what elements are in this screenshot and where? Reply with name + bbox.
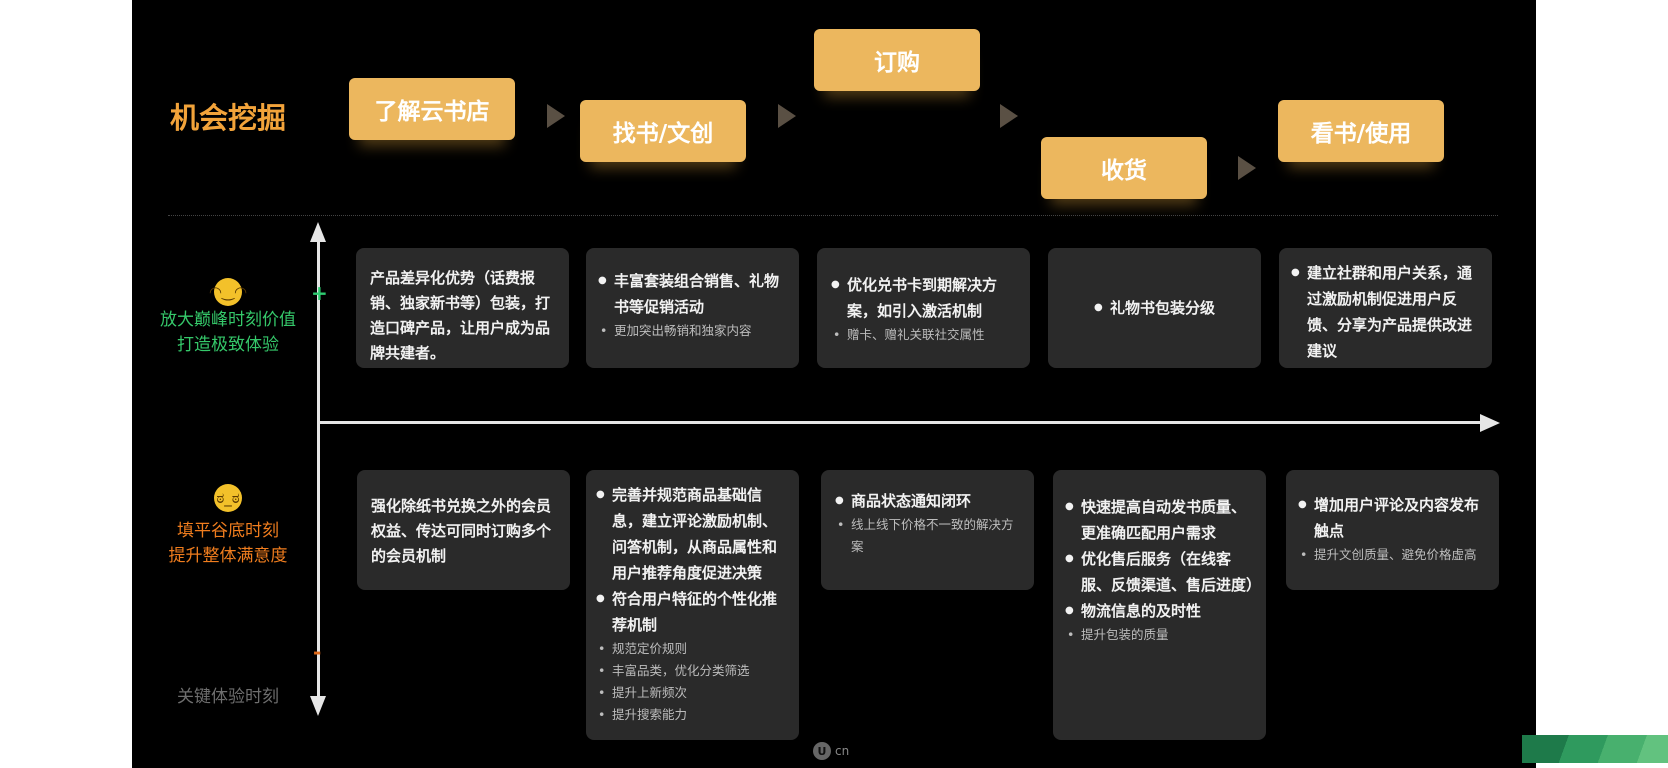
axis-arrow-down-icon [310, 696, 326, 716]
list-item: 快速提高自动发书质量、更准确匹配用户需求 [1065, 494, 1254, 546]
axis-arrow-right-icon [1480, 414, 1500, 432]
list-item: 完善并规范商品基础信息，建立评论激励机制、问答机制，从商品属性和用户推荐角度促进… [596, 482, 789, 586]
peak-moment-label: 放大巅峰时刻价值 打造极致体验 [160, 310, 296, 355]
list-item: 规范定价规则 [596, 638, 789, 660]
angry-face-icon: ಠ_ಠ [214, 484, 242, 512]
chevron-right-icon [778, 104, 796, 128]
top-card-order: 优化兑书卡到期解决方案，如引入激活机制 赠卡、赠礼关联社交属性 [817, 248, 1030, 368]
plus-sign: + [311, 281, 328, 305]
top-card-read: 建立社群和用户关系，通过激励机制促进用户反馈、分享为产品提供改进建议 [1279, 248, 1492, 368]
stage-understand: 了解云书店 [349, 78, 515, 140]
divider [168, 215, 1498, 216]
list-item: 符合用户特征的个性化推荐机制 [596, 586, 789, 638]
list-item: 优化兑书卡到期解决方案，如引入激活机制 [831, 272, 1016, 324]
list-item: 物流信息的及时性 [1065, 598, 1254, 624]
list-item: 增加用户评论及内容发布触点 [1298, 492, 1487, 544]
bottom-card-understand: 强化除纸书兑换之外的会员权益、传达可同时订购多个的会员机制 [357, 470, 570, 590]
happy-face-icon: ◠‿◠ [209, 278, 247, 306]
list-item: 提升上新频次 [596, 682, 789, 704]
stage-receive: 收货 [1041, 137, 1207, 199]
ui-logo-icon: U [813, 742, 831, 760]
minus-sign: - [313, 640, 322, 664]
list-item: 商品状态通知闭环 [835, 488, 1020, 514]
watermark: U cn [813, 742, 849, 760]
axis-arrow-up-icon [310, 222, 326, 242]
stage-find: 找书/文创 [580, 100, 746, 162]
chevron-right-icon [1238, 156, 1256, 180]
list-item: 赠卡、赠礼关联社交属性 [831, 324, 1016, 346]
list-item: 丰富品类，优化分类筛选 [596, 660, 789, 682]
list-item: 建立社群和用户关系，通过激励机制促进用户反馈、分享为产品提供改进建议 [1291, 260, 1480, 364]
corner-decoration [1522, 735, 1668, 763]
list-item: 更加突出畅销和独家内容 [598, 320, 787, 342]
bottom-card-read: 增加用户评论及内容发布触点 提升文创质量、避免价格虚高 [1286, 470, 1499, 590]
vertical-axis [317, 240, 320, 700]
bottom-card-receive: 快速提高自动发书质量、更准确匹配用户需求 优化售后服务（在线客服、反馈渠道、售后… [1053, 470, 1266, 740]
list-item: 线上线下价格不一致的解决方案 [835, 514, 1020, 558]
list-item: 提升包装的质量 [1065, 624, 1254, 646]
stage-read: 看书/使用 [1278, 100, 1444, 162]
bottom-card-order: 商品状态通知闭环 线上线下价格不一致的解决方案 [821, 470, 1034, 590]
list-item: 礼物书包装分级 [1094, 295, 1215, 321]
page-title: 机会挖掘 [170, 101, 287, 135]
list-item: 优化售后服务（在线客服、反馈渠道、售后进度） [1065, 546, 1261, 598]
key-moment-label: 关键体验时刻 [177, 687, 279, 707]
horizontal-axis [318, 421, 1482, 424]
chevron-right-icon [547, 104, 565, 128]
list-item: 丰富套装组合销售、礼物书等促销活动 [598, 268, 787, 320]
list-item: 提升文创质量、避免价格虚高 [1298, 544, 1487, 566]
list-item: 提升搜索能力 [596, 704, 789, 726]
chevron-right-icon [1000, 104, 1018, 128]
top-card-find: 丰富套装组合销售、礼物书等促销活动 更加突出畅销和独家内容 [586, 248, 799, 368]
valley-moment-label: 填平谷底时刻 提升整体满意度 [168, 521, 288, 566]
stage-order: 订购 [814, 29, 980, 91]
top-card-understand: 产品差异化优势（话费报销、独家新书等）包装，打造口碑产品，让用户成为品牌共建者。 [356, 248, 569, 368]
bottom-card-find: 完善并规范商品基础信息，建立评论激励机制、问答机制，从商品属性和用户推荐角度促进… [586, 470, 799, 740]
top-card-receive: 礼物书包装分级 [1048, 248, 1261, 368]
